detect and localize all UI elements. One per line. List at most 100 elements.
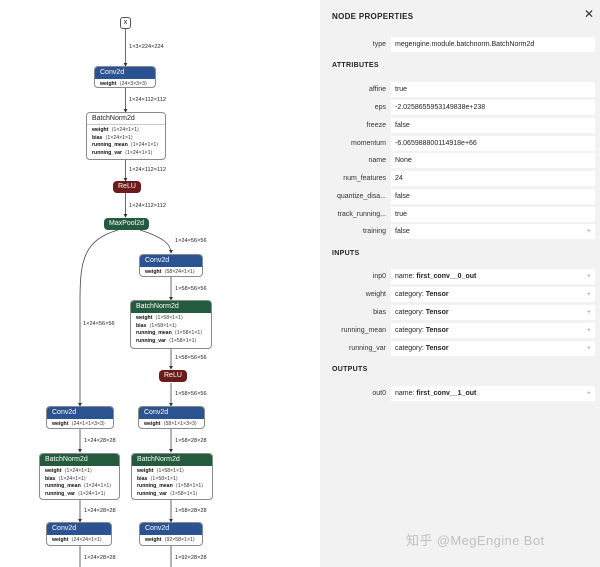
edge-label: 1×58×56×56 [175,286,207,292]
attribute-row: quantize_disa... false [320,189,600,204]
edge-label: 1×24×28×28 [84,438,116,444]
row-label: quantize_disa... [336,193,386,200]
node-attr: weight⟨1×58×1×1⟩ [137,468,184,474]
node-attr: running_mean⟨1×24×1×1⟩ [92,142,159,149]
row-label: inp0 [372,273,386,280]
node-attr: running_mean⟨1×58×1×1⟩ [137,483,204,490]
expand-plus-icon[interactable]: + [586,228,591,235]
edge-label: 1×92×28×28 [175,555,207,561]
attribute-row: momentum -6.065988800114918e+66 [320,136,600,151]
input-row[interactable]: bias category: Tensor+ [320,305,600,320]
batchnorm2d-node[interactable]: BatchNorm2d weight⟨1×58×1×1⟩ bias⟨1×58×1… [130,300,212,349]
node-title: BatchNorm2d [131,301,211,313]
batchnorm2d-node[interactable]: BatchNorm2d weight⟨1×24×1×1⟩ bias⟨1×24×1… [39,453,120,500]
node-attr: weight⟨24×3×3×3⟩ [100,81,147,87]
output-row[interactable]: out0 name: first_conv__1_out+ [320,386,600,401]
edge-label: 1×24×28×28 [84,508,116,514]
attribute-value: false [391,189,595,204]
conv2d-node[interactable]: Conv2d weight⟨92×58×1×1⟩ [139,522,203,546]
input-value[interactable]: category: Tensor+ [391,305,595,320]
node-attr: bias⟨1×58×1×1⟩ [136,322,177,329]
edge-label: 1×24×28×28 [84,555,116,561]
edge-label: 1×3×224×224 [129,44,164,50]
batchnorm2d-node[interactable]: BatchNorm2d weight⟨1×58×1×1⟩ bias⟨1×58×1… [131,453,213,500]
output-value[interactable]: name: first_conv__1_out+ [391,386,595,401]
conv2d-node[interactable]: Conv2d weight⟨58×1×1×3×3⟩ [138,406,205,429]
expand-plus-icon[interactable]: + [586,309,591,316]
attribute-value: false [391,118,595,133]
row-label: out0 [372,390,386,397]
row-label: affine [369,86,386,93]
attribute-row[interactable]: training false+ [320,224,600,239]
node-attr: running_mean⟨1×58×1×1⟩ [136,330,203,337]
maxpool2d-node[interactable]: MaxPool2d [104,218,150,230]
node-attr: weight⟨1×24×1×1⟩ [45,468,92,474]
node-title: BatchNorm2d [132,454,212,466]
input-row[interactable]: weight category: Tensor+ [320,287,600,302]
edge-label: 1×24×56×56 [175,238,207,244]
node-attr: weight⟨24×24×1×1⟩ [52,537,102,543]
row-label: running_mean [341,327,386,334]
attribute-row: name None [320,153,600,168]
expand-plus-icon[interactable]: + [586,327,591,334]
attribute-row: affine true [320,82,600,97]
input-row[interactable]: running_var category: Tensor+ [320,341,600,356]
input-value[interactable]: category: Tensor+ [391,341,595,356]
input-value[interactable]: category: Tensor+ [391,287,595,302]
attribute-row: freeze false [320,118,600,133]
node-attr: weight⟨24×1×1×3×3⟩ [52,421,105,427]
attribute-value: -6.065988800114918e+66 [391,136,595,151]
node-attr: bias⟨1×58×1×1⟩ [137,475,178,482]
input-value[interactable]: name: first_conv__0_out+ [391,269,595,284]
conv2d-node[interactable]: Conv2d weight⟨24×1×1×3×3⟩ [46,406,114,429]
node-title: Conv2d [140,523,202,535]
close-icon[interactable]: ✕ [583,7,595,21]
expand-plus-icon[interactable]: + [586,390,591,397]
attribute-row: num_features 24 [320,171,600,186]
row-label: num_features [343,175,386,182]
panel-title: NODE PROPERTIES [332,12,414,21]
outputs-header: OUTPUTS [332,366,368,373]
node-attr: weight⟨58×1×1×3×3⟩ [144,421,197,427]
input-row[interactable]: running_mean category: Tensor+ [320,323,600,338]
relu-node[interactable]: ReLU [159,370,187,382]
row-label: weight [365,291,386,298]
graph-canvas[interactable]: x 1×3×224×224 1×24×112×112 1×24×112×112 … [0,0,320,567]
row-label: bias [373,309,386,316]
row-label: freeze [366,122,386,129]
attribute-row: eps -2.0258655953149838e+238 [320,100,600,115]
attribute-value: None [391,153,595,168]
row-label: type [372,41,386,48]
expand-plus-icon[interactable]: + [586,345,591,352]
row-label: running_var [349,345,386,352]
node-attr: bias⟨1×24×1×1⟩ [92,134,133,141]
edge-label: 1×24×56×56 [83,321,115,327]
node-properties-panel: NODE PROPERTIES ✕ type megengine.module.… [320,0,600,567]
node-attr: running_var⟨1×58×1×1⟩ [137,490,198,497]
attributes-header: ATTRIBUTES [332,62,379,69]
node-title: Conv2d [47,407,113,419]
node-attr: running_var⟨1×58×1×1⟩ [136,337,197,344]
attribute-value: true [391,82,595,97]
input-value[interactable]: category: Tensor+ [391,323,595,338]
batchnorm2d-node-selected[interactable]: BatchNorm2d weight⟨1×24×1×1⟩ bias⟨1×24×1… [86,112,166,160]
relu-node[interactable]: ReLU [113,181,141,193]
row-label: eps [374,104,386,111]
node-title: BatchNorm2d [87,113,165,125]
node-attr: bias⟨1×24×1×1⟩ [45,475,86,482]
graph-input-node[interactable]: x [120,17,131,29]
node-attr: running_mean⟨1×24×1×1⟩ [45,483,112,490]
conv2d-node[interactable]: Conv2d weight⟨24×24×1×1⟩ [46,522,112,546]
row-label: momentum [350,140,386,147]
conv2d-node[interactable]: Conv2d weight⟨24×3×3×3⟩ [94,66,156,88]
expand-plus-icon[interactable]: + [586,273,591,280]
expand-plus-icon[interactable]: + [586,291,591,298]
attribute-value[interactable]: false+ [391,224,595,239]
edge-label: 1×24×112×112 [129,97,166,103]
conv2d-node[interactable]: Conv2d weight⟨58×24×1×1⟩ [139,254,203,277]
node-title: Conv2d [140,255,202,267]
attribute-row: track_running... true [320,207,600,222]
node-attr: weight⟨1×24×1×1⟩ [92,127,139,133]
node-attr: weight⟨58×24×1×1⟩ [145,269,195,275]
input-row[interactable]: inp0 name: first_conv__0_out+ [320,269,600,284]
